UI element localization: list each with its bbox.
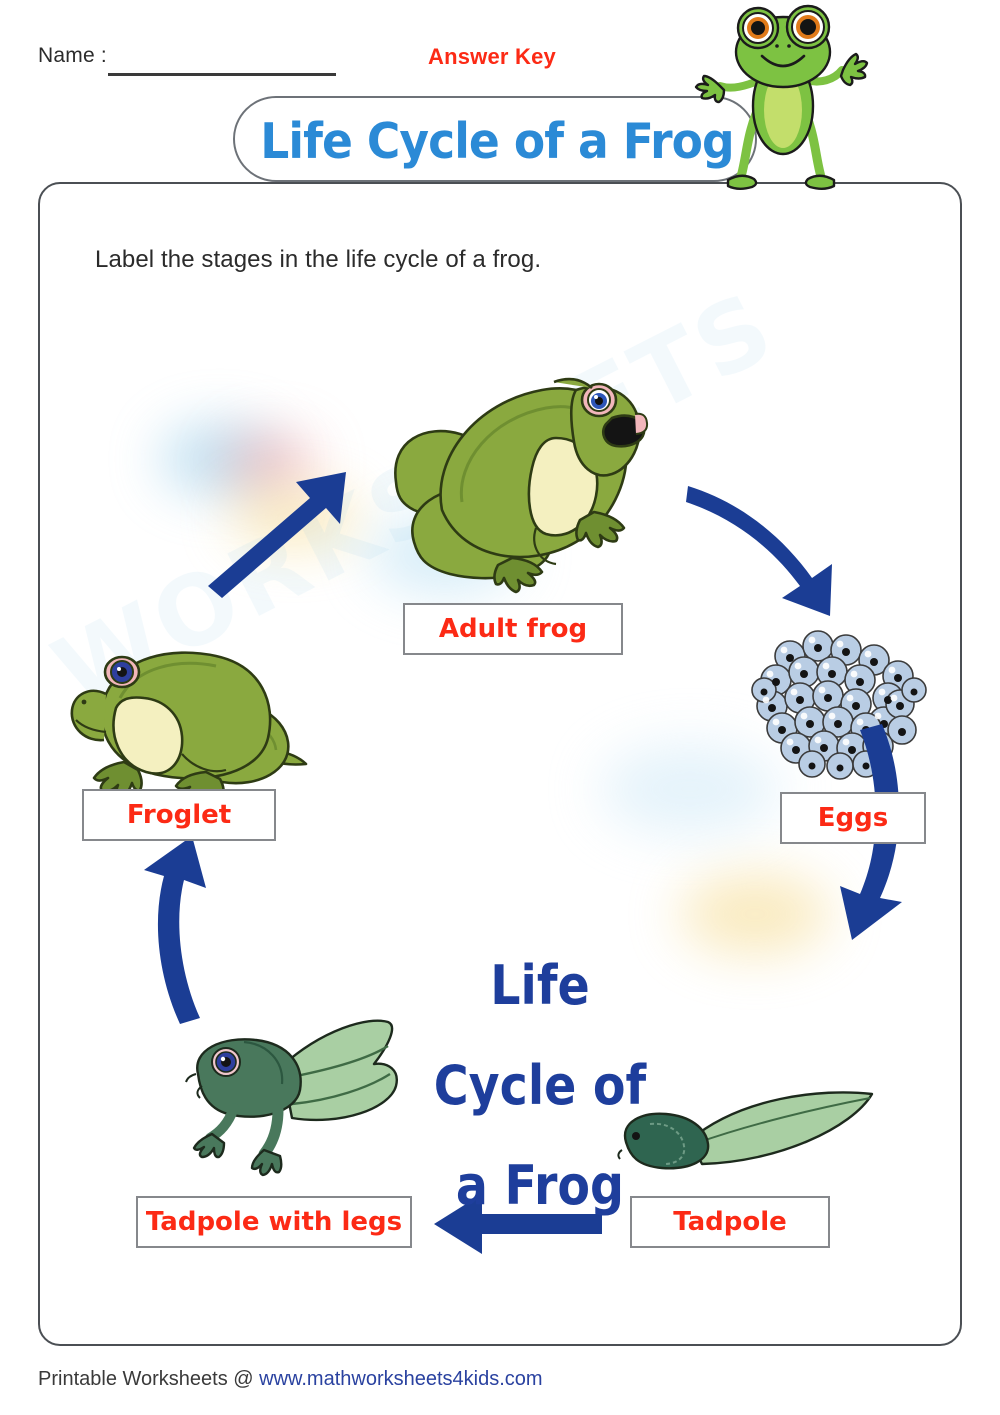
cycle-arrows-layer (144, 472, 902, 1254)
label-text-tadpole: Tadpole (673, 1207, 787, 1237)
tadpole-illustration (610, 1084, 880, 1189)
title-pill: Life Cycle of a Frog (233, 96, 757, 182)
footer-url[interactable]: www.mathworksheets4kids.com (259, 1368, 543, 1390)
footer: Printable Worksheets @ www.mathworksheet… (38, 1368, 543, 1391)
label-text-adult-frog: Adult frog (438, 614, 588, 644)
center-heading-line1: Life Cycle of (433, 954, 647, 1117)
arrow-eggs-to-tadpole (840, 724, 902, 940)
label-box-froglet[interactable]: Froglet (82, 789, 276, 841)
label-text-eggs: Eggs (817, 803, 889, 833)
label-text-froglet: Froglet (126, 800, 232, 830)
page-title: Life Cycle of a Frog (260, 112, 734, 170)
worksheet-panel: Label the stages in the life cycle of a … (38, 182, 962, 1346)
adult-frog-illustration (380, 362, 650, 597)
name-label: Name : (38, 44, 107, 67)
tadpole-with-legs-illustration (182, 1012, 422, 1177)
label-box-adult-frog[interactable]: Adult frog (403, 603, 623, 655)
arrow-tadpole-to-legs (434, 1194, 602, 1254)
instruction-text: Label the stages in the life cycle of a … (95, 246, 542, 273)
arrow-legs-to-froglet (144, 836, 206, 1024)
center-heading-line2: a Frog (455, 1153, 625, 1217)
footer-prefix: Printable Worksheets @ (38, 1368, 260, 1390)
label-box-eggs[interactable]: Eggs (780, 792, 926, 844)
answer-key-badge: Answer Key (428, 44, 556, 69)
label-box-tadpole[interactable]: Tadpole (630, 1196, 830, 1248)
worksheet-header: Name : Answer Key (0, 0, 1000, 110)
frog-eggs-illustration (750, 624, 930, 784)
arrow-adult-to-eggs (686, 486, 832, 616)
label-text-tadpole-with-legs: Tadpole with legs (145, 1207, 403, 1237)
arrow-froglet-to-adult (208, 472, 346, 598)
mascot-frog-icon (688, 0, 878, 204)
cycle-center-heading: Life Cycle of a Frog (412, 936, 667, 1236)
label-box-tadpole-with-legs[interactable]: Tadpole with legs (136, 1196, 412, 1248)
name-input-line[interactable] (108, 73, 336, 76)
